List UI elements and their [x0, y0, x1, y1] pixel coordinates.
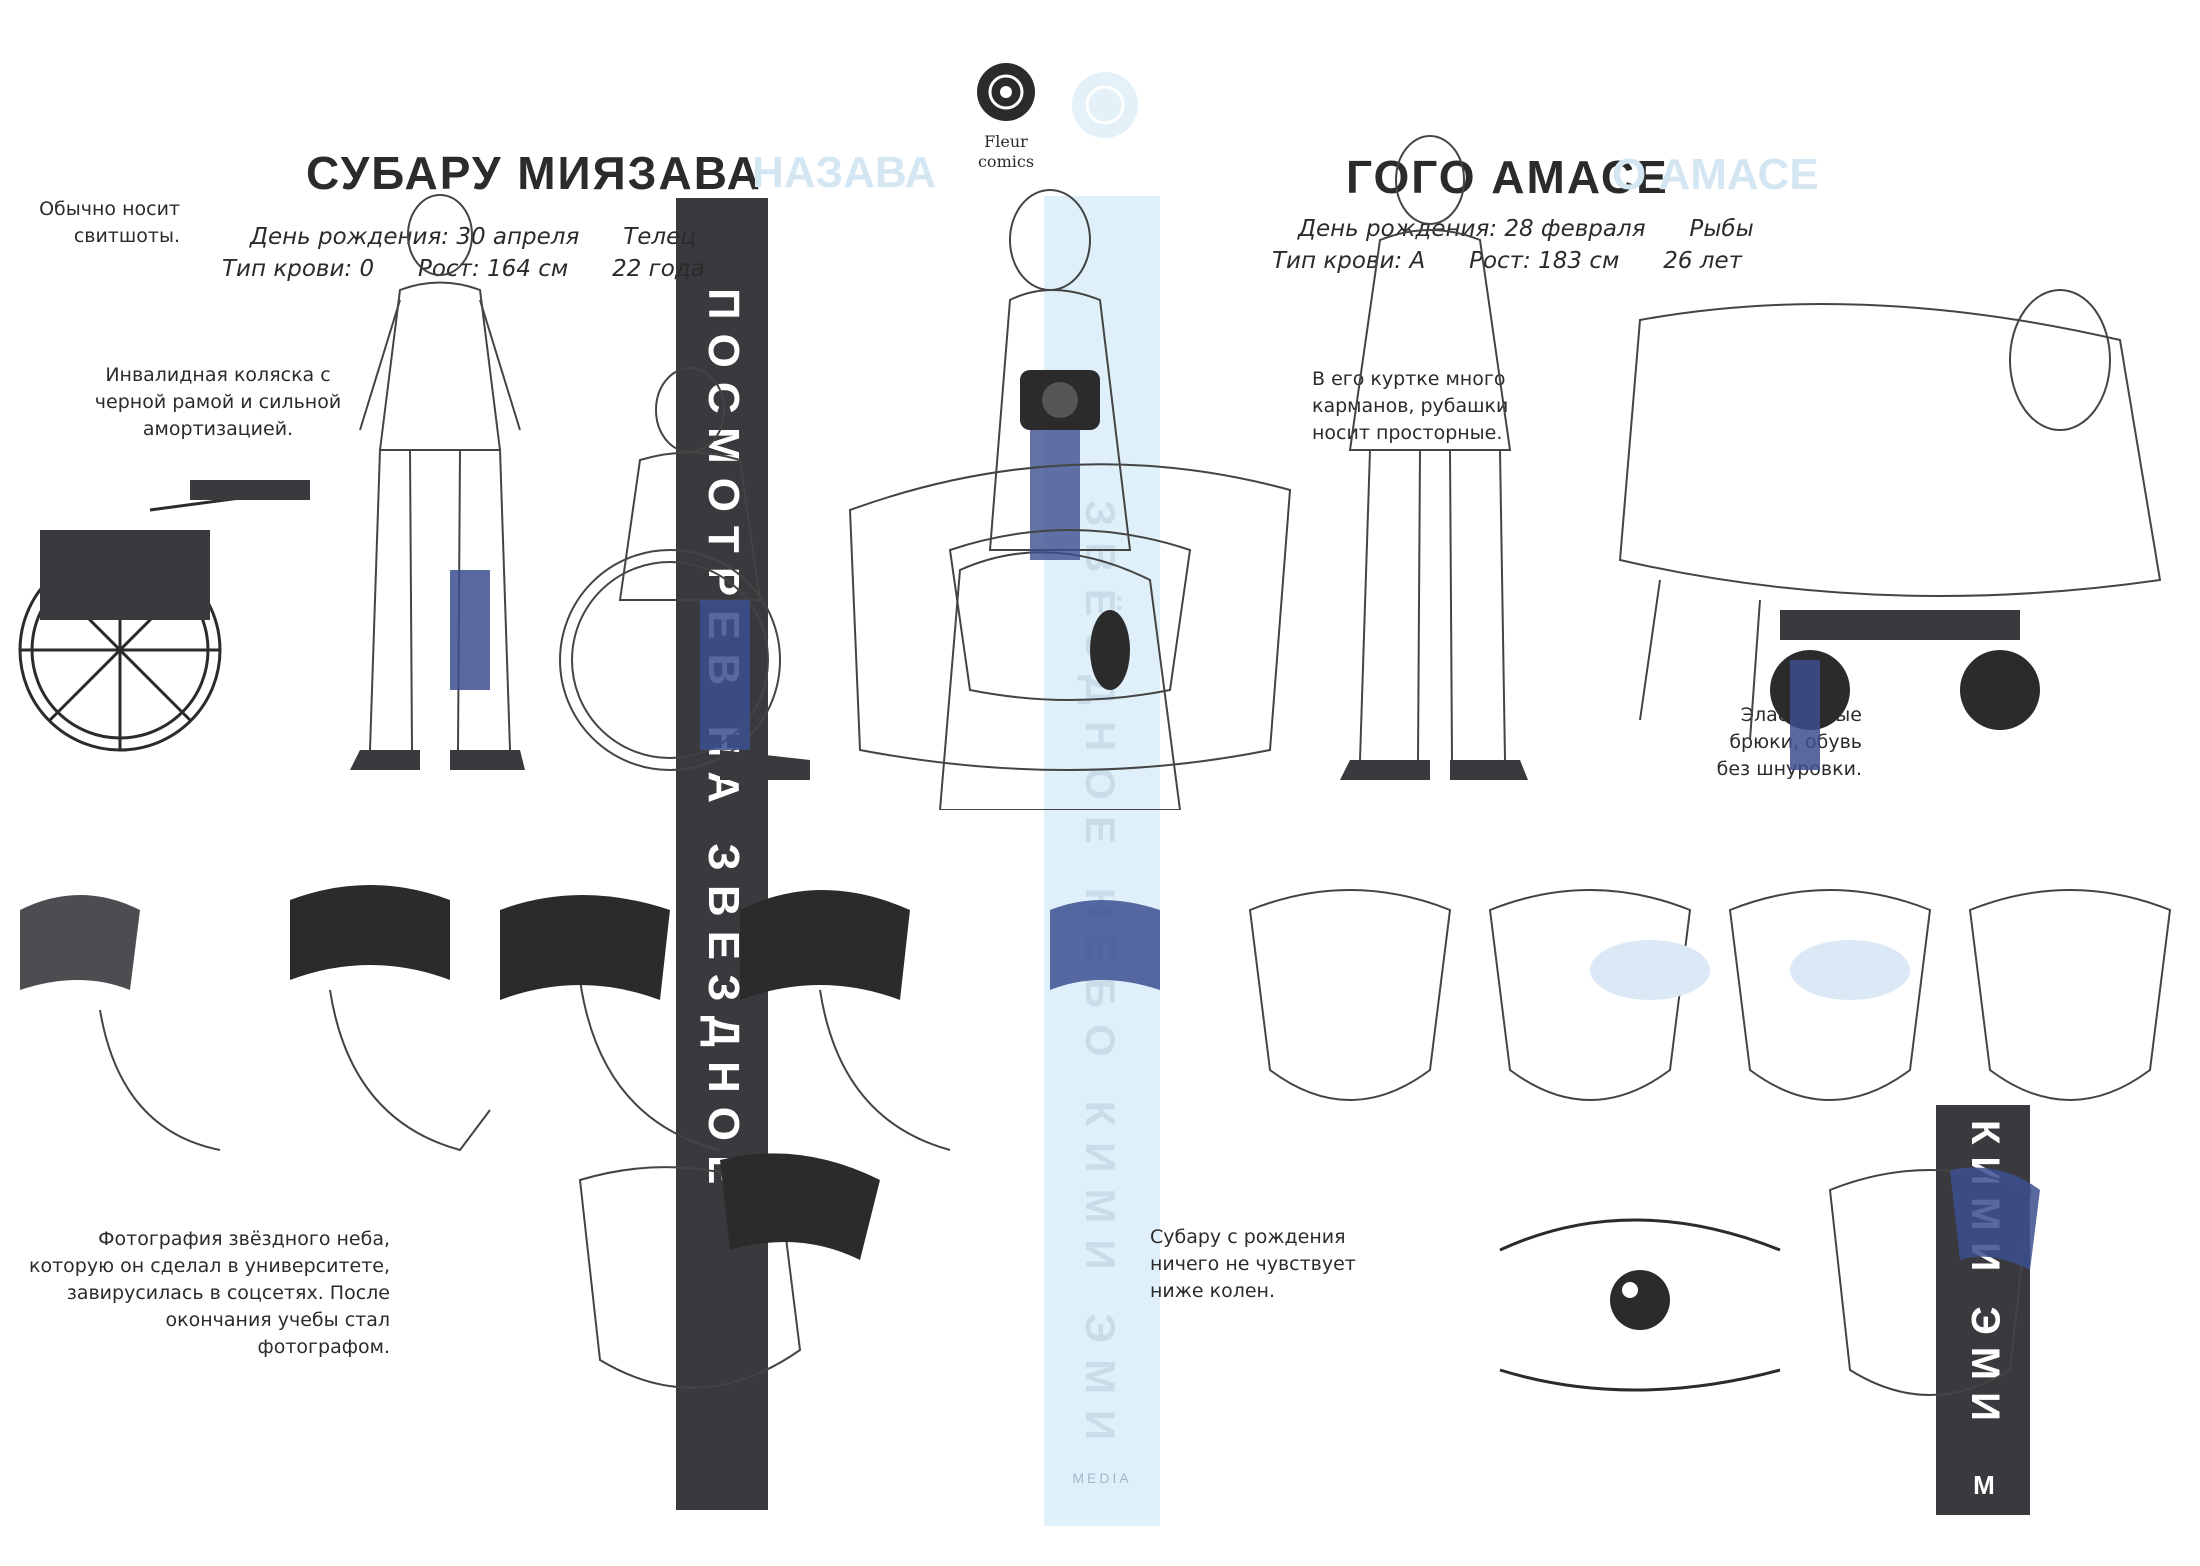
spine-logo-ghost-icon	[1070, 70, 1140, 140]
publisher-logo-icon	[976, 62, 1036, 122]
left-note-top: Обычно носит свитшоты.	[39, 198, 180, 247]
publisher-comics: comics	[977, 152, 1035, 171]
publisher-name: Fleur	[984, 132, 1028, 151]
camera-figure-illustration	[938, 189, 1182, 810]
right-note-birth: Субару с рождения ничего не чувствует ни…	[1150, 1226, 1356, 1302]
right-wheelchair-figure-illustration	[1618, 289, 2162, 770]
eye-closeup-illustration	[1499, 1218, 1781, 1392]
left-note-wheelchair: Инвалидная коляска с черной рамой и силь…	[94, 364, 342, 440]
bottom-face-illustration	[578, 1153, 880, 1389]
spine-bottom-mark: MEDIA	[1072, 1470, 1132, 1486]
left-standing-figure-illustration	[350, 194, 525, 770]
jacket-illustration	[848, 463, 1292, 771]
right-bottom-head-illustration	[1828, 1167, 2040, 1396]
right-band-mark: М	[1973, 1470, 1995, 1500]
left-sitting-figure-illustration	[559, 367, 810, 780]
left-ghost-title: НАЗАВА	[752, 148, 937, 197]
right-ghost-title: О АМАСЕ	[1612, 150, 1819, 199]
left-note-photo: Фотография звёздного неба, которую он сд…	[28, 1228, 390, 1358]
left-character-name: СУБАРУ МИЯЗАВА	[306, 147, 762, 199]
right-faces-row-illustration	[1248, 889, 2172, 1101]
right-info-line-2: Тип крови: А Рост: 183 см 26 лет	[1272, 248, 1743, 274]
right-standing-figure-illustration	[1340, 135, 1528, 780]
left-dark-band	[676, 198, 768, 1510]
left-info-line-2: Тип крови: 0 Рост: 164 см 22 года	[222, 256, 705, 282]
left-faces-row-illustration	[20, 885, 1160, 1152]
left-wheelchair-illustration	[18, 480, 310, 752]
